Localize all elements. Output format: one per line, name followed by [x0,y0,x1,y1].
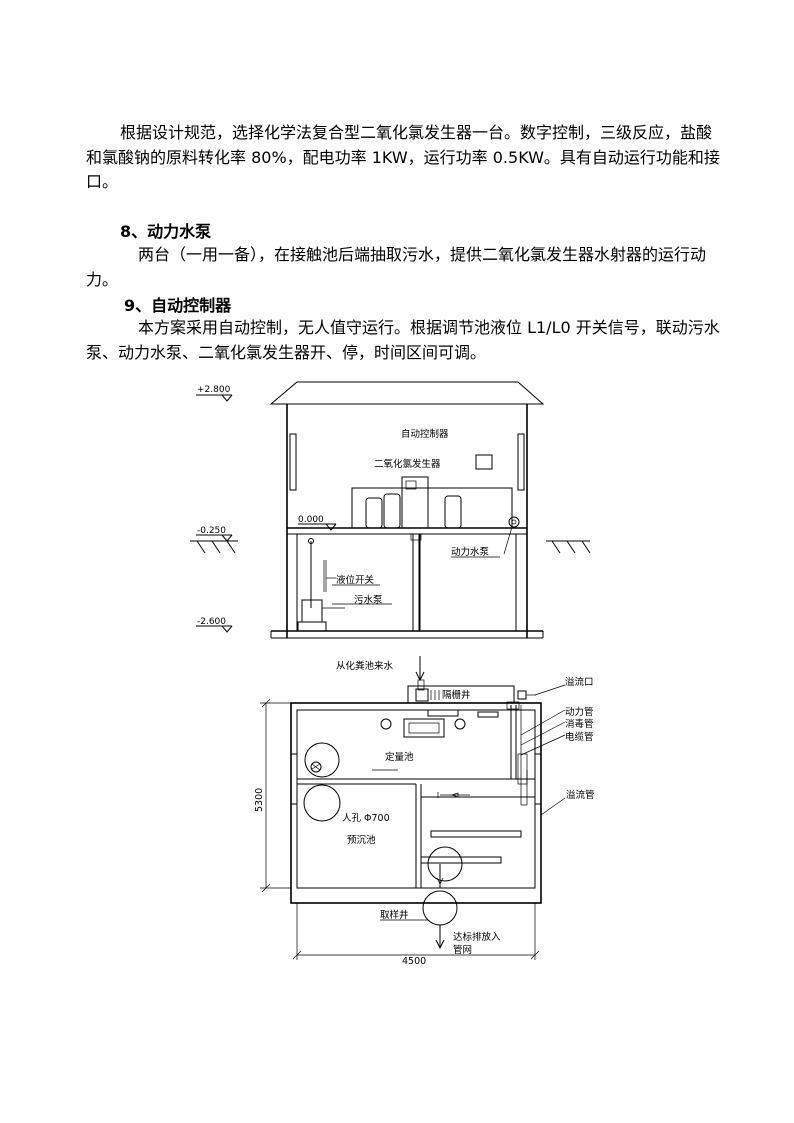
level-top-label: +2.800 [197,385,231,395]
discharge-label-2: 管网 [453,944,472,956]
cable-pipe-label: 电缆管 [565,731,594,743]
inflow-label: 从化粪池来水 [336,660,394,672]
discharge-label: 达标排放入 [453,931,501,943]
section9-heading: 9、自动控制器 [124,296,232,315]
section8-paragraph: 两台（一用一备），在接触池后端抽取污水，提供二氧化氯发生器水射器的运行动力。 [86,245,707,289]
overflow-pipe-label: 溢流管 [566,789,595,801]
sampling-well-icon [422,890,458,926]
controller-label: 自动控制器 [401,428,449,440]
elevation-view: +2.800 0.000 -0.250 -2.600 自动控制器 二氧化氯发生器… [190,381,591,639]
level-floor-label: 0.000 [298,515,324,525]
plan-view: 从化粪池来水 隔栅井 溢流口 动力管 消毒管 电缆管 定量池 溢流管 人孔 Φ7… [254,656,595,967]
dim-height-label: 5300 [254,788,265,812]
section9-paragraph: 本方案采用自动控制，无人值守运行。根据调节池液位 L1/L0 开关信号，联动污水… [86,318,720,362]
manhole-label: 人孔 Φ700 [342,813,390,824]
level-ground-label: -0.250 [197,526,226,536]
level-bottom-label: -2.600 [197,617,226,627]
generator-icon [401,476,429,529]
sewage-pump-icon [301,599,323,623]
section7-paragraph: 根据设计规范，选择化学法复合型二氧化氯发生器一台。数字控制，三级反应，盐酸和氯酸… [86,123,720,191]
grille-well-label: 隔栅井 [442,689,471,701]
manhole-icon [303,784,341,822]
sewage-pump-label: 污水泵 [354,594,383,606]
level-switch-label: 液位开关 [336,574,375,586]
power-pump-label: 动力水泵 [451,546,490,558]
sampling-well-label: 取样井 [380,909,409,921]
manhole-top-icon [304,742,340,778]
dim-width-label: 4500 [402,956,426,967]
power-pipe-label: 动力管 [565,706,594,718]
generator-label: 二氧化氯发生器 [374,458,441,470]
overflow-port-label: 溢流口 [565,676,594,688]
presettle-label: 预沉池 [347,834,376,846]
disinfect-pipe-label: 消毒管 [565,718,594,730]
power-pump-icon [508,516,520,528]
controller-box [475,454,493,470]
section8-heading: 8、动力水泵 [120,222,212,241]
dosing-tank-label: 定量池 [385,751,414,763]
